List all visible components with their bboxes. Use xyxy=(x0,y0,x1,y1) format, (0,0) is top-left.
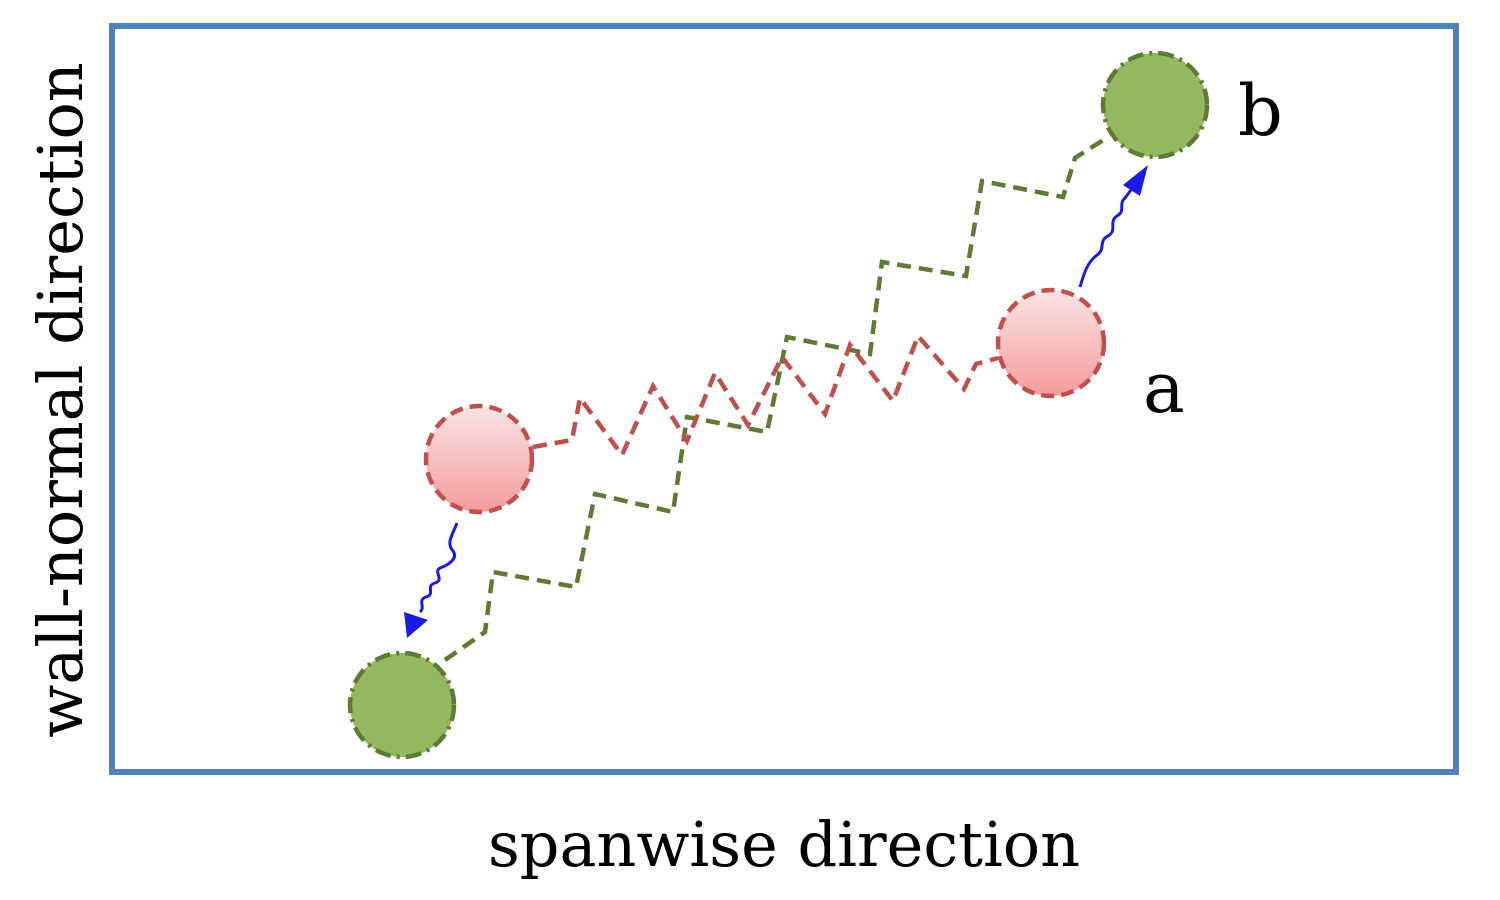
y-axis-label: wall-normal direction xyxy=(24,62,97,737)
label-b: b xyxy=(1238,70,1283,152)
red-spring xyxy=(532,331,999,460)
x-axis-label: spanwise direction xyxy=(488,808,1080,881)
green-particle-lower xyxy=(347,650,457,760)
green-particle-b xyxy=(1100,50,1210,160)
arrowhead-upper-icon xyxy=(1123,165,1148,196)
green-spring xyxy=(443,135,1110,662)
arrowhead-lower-icon xyxy=(404,612,428,638)
plot-frame xyxy=(109,23,1459,775)
red-particle-a xyxy=(995,287,1107,399)
wavy-arrow-upper xyxy=(1078,189,1133,288)
label-a: a xyxy=(1143,347,1185,429)
wavy-arrow-lower xyxy=(418,522,459,614)
red-particle-left xyxy=(423,403,535,515)
